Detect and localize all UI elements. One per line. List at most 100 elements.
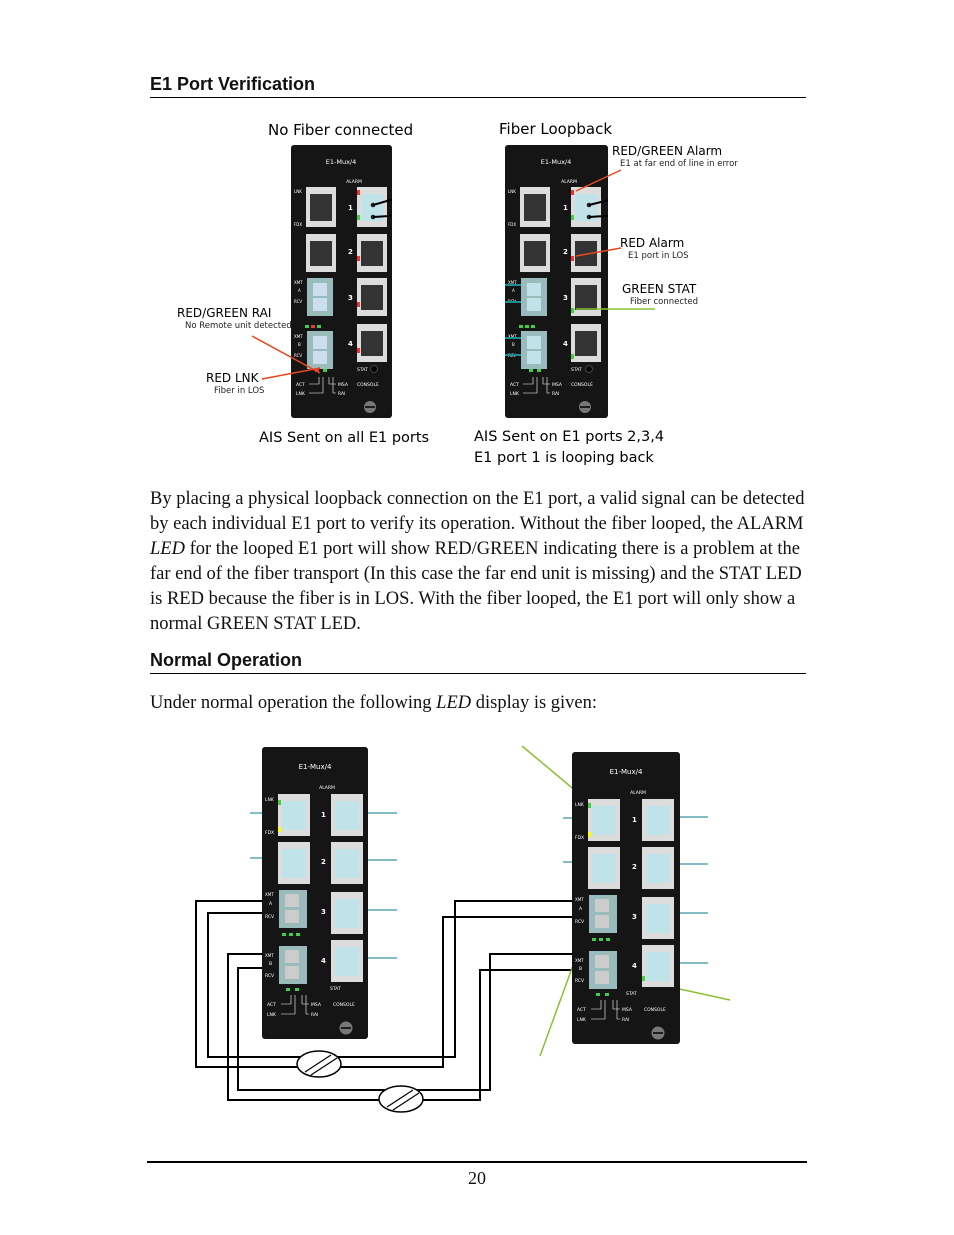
port-1-number: 1 bbox=[321, 811, 326, 819]
lnk-text: LNK bbox=[265, 797, 275, 803]
fig1-left-caption: AIS Sent on all E1 ports bbox=[259, 430, 430, 446]
stat-sublabel: Fiber connected bbox=[630, 297, 698, 307]
b-text: B bbox=[269, 961, 272, 967]
port-3-number: 3 bbox=[632, 913, 637, 921]
paragraph-normal-operation: Under normal operation the following LED… bbox=[150, 691, 810, 716]
b-text: B bbox=[298, 342, 301, 347]
e1-mux-module-normal-right: E1-Mux/4 ALARM LNK FDX XMT A RCV XMT B R… bbox=[572, 752, 680, 1044]
stat-text: STAT bbox=[626, 991, 637, 997]
stat-label: GREEN STAT bbox=[622, 282, 697, 296]
port-1-number: 1 bbox=[563, 204, 568, 212]
fig1-right-title: Fiber Loopback bbox=[499, 120, 613, 138]
alarm-header: ALARM bbox=[630, 790, 646, 796]
fiber-coupler-lower-icon bbox=[378, 1085, 424, 1113]
footer-rule bbox=[147, 1161, 807, 1163]
a-text: A bbox=[298, 288, 301, 293]
xmt-a-text: XMT bbox=[294, 280, 303, 285]
rcv-b-text: RCV bbox=[265, 973, 275, 979]
alarm-red-sublabel: E1 port in LOS bbox=[628, 251, 689, 261]
alarm-header: ALARM bbox=[561, 179, 577, 185]
stat-text: STAT bbox=[357, 367, 368, 373]
msa-text: MSA bbox=[622, 1007, 633, 1013]
fdx-text: FDX bbox=[294, 222, 302, 227]
port-2-number: 2 bbox=[632, 863, 637, 871]
module-name: E1-Mux/4 bbox=[299, 763, 332, 771]
alarm-red-label: RED Alarm bbox=[620, 236, 685, 250]
rcv-a-text: RCV bbox=[575, 919, 585, 925]
paragraph-text: display is given: bbox=[471, 693, 598, 713]
fig1-left-title: No Fiber connected bbox=[268, 121, 414, 139]
fig1-right-caption-1: AIS Sent on E1 ports 2,3,4 bbox=[474, 429, 665, 445]
stat-text: STAT bbox=[330, 986, 341, 992]
xmt-a-text: XMT bbox=[508, 280, 517, 285]
port-2-number: 2 bbox=[563, 248, 568, 256]
console-text: CONSOLE bbox=[571, 382, 593, 388]
xmt-b-text: XMT bbox=[575, 958, 584, 963]
alarm-header: ALARM bbox=[319, 785, 335, 791]
port-4-number: 4 bbox=[321, 957, 326, 965]
alarm-rg-sublabel: E1 at far end of line in error bbox=[620, 159, 738, 169]
section-title-text: E1 Port Verification bbox=[150, 74, 316, 94]
section-title-e1-port-verification: E1 Port Verification bbox=[150, 74, 806, 98]
b-text: B bbox=[512, 342, 515, 347]
port-2-number: 2 bbox=[321, 858, 326, 866]
b-text: B bbox=[579, 966, 582, 972]
rcv-a-text: RCV bbox=[265, 914, 275, 920]
rai-text: RAI bbox=[552, 391, 559, 397]
module-name: E1-Mux/4 bbox=[326, 158, 357, 166]
act-text: ACT bbox=[577, 1007, 586, 1013]
port-3-number: 3 bbox=[563, 294, 568, 302]
lnk2-text: LNK bbox=[510, 391, 520, 397]
e1-mux-module-normal-left: E1-Mux/4 ALARM LNK FDX XMT A RCV XMT B R… bbox=[262, 747, 368, 1039]
rai-text: RAI bbox=[622, 1017, 629, 1023]
port-4-number: 4 bbox=[632, 962, 637, 970]
fdx-text: FDX bbox=[575, 835, 584, 841]
lnk-sublabel: Fiber in LOS bbox=[214, 386, 265, 396]
msa-text: MSA bbox=[338, 382, 349, 388]
msa-text: MSA bbox=[552, 382, 563, 388]
paragraph-text: By placing a physical loopback connectio… bbox=[150, 489, 805, 534]
section-title-normal-operation: Normal Operation bbox=[150, 650, 806, 674]
e1-mux-module-no-fiber: E1-Mux/4 ALARM LNK FDX XMT A RCV XMT B R… bbox=[291, 145, 392, 418]
lnk-label: RED LNK bbox=[206, 371, 259, 385]
page-number: 20 bbox=[468, 1168, 486, 1188]
console-text: CONSOLE bbox=[357, 382, 379, 388]
alarm-header: ALARM bbox=[346, 179, 362, 185]
msa-text: MSA bbox=[311, 1002, 322, 1008]
xmt-a-text: XMT bbox=[265, 892, 274, 897]
lnk2-text: LNK bbox=[267, 1012, 277, 1018]
rai-text: RAI bbox=[311, 1012, 318, 1018]
a-text: A bbox=[512, 288, 515, 293]
rcv-a-text: RCV bbox=[294, 299, 302, 304]
module-name: E1-Mux/4 bbox=[541, 158, 572, 166]
xmt-b-text: XMT bbox=[265, 953, 274, 958]
rai-text: RAI bbox=[338, 391, 345, 397]
stat-text: STAT bbox=[571, 367, 582, 373]
port-3-number: 3 bbox=[348, 294, 353, 302]
fdx-text: FDX bbox=[508, 222, 516, 227]
lnk2-text: LNK bbox=[577, 1017, 587, 1023]
alarm-rg-label: RED/GREEN Alarm bbox=[612, 144, 723, 158]
console-text: CONSOLE bbox=[644, 1007, 666, 1013]
console-text: CONSOLE bbox=[333, 1002, 355, 1008]
port-2-number: 2 bbox=[348, 248, 353, 256]
port-4-number: 4 bbox=[563, 340, 568, 348]
paragraph-text: Under normal operation the following bbox=[150, 693, 437, 713]
rcv-b-text: RCV bbox=[294, 353, 302, 358]
lnk2-text: LNK bbox=[296, 391, 306, 397]
act-text: ACT bbox=[267, 1002, 276, 1008]
a-text: A bbox=[269, 901, 273, 907]
rai-sublabel: No Remote unit detected bbox=[185, 321, 292, 331]
port-1-number: 1 bbox=[632, 816, 637, 824]
act-text: ACT bbox=[510, 382, 519, 388]
xmt-b-text: XMT bbox=[508, 334, 517, 339]
paragraph-loopback-explanation: By placing a physical loopback connectio… bbox=[150, 487, 810, 637]
module-name: E1-Mux/4 bbox=[610, 768, 643, 776]
fiber-coupler-upper-icon bbox=[296, 1050, 342, 1078]
lnk-text: LNK bbox=[508, 189, 516, 194]
xmt-a-text: XMT bbox=[575, 897, 584, 902]
section-title-text: Normal Operation bbox=[150, 650, 303, 670]
led-emphasis: LED bbox=[436, 693, 472, 713]
paragraph-text: for the looped E1 port will show RED/GRE… bbox=[150, 539, 802, 634]
lnk-text: LNK bbox=[575, 802, 585, 808]
